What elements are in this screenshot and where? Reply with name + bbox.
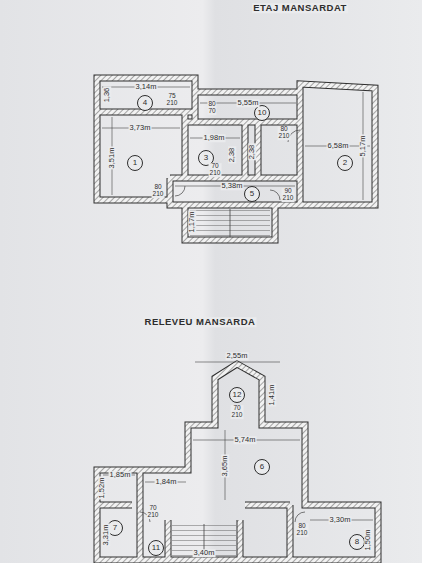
door-size: 80 210: [296, 523, 309, 537]
room-number-text: 10: [258, 109, 267, 117]
stairs: [190, 209, 270, 237]
dimension: 3,31m: [102, 524, 110, 547]
wall-outline: [97, 364, 378, 560]
dimension: 6,58m: [327, 142, 350, 150]
door-size: 80 210: [152, 184, 165, 198]
door-size: 70 210: [231, 405, 244, 419]
dimension: 1,52m: [98, 477, 106, 500]
dimension: 2,55m: [226, 352, 249, 360]
room-number: 6: [254, 459, 270, 475]
dimension: 5,55m: [237, 99, 260, 107]
stairs: [230, 209, 231, 237]
room-number: 10: [254, 105, 270, 121]
room-number: 8: [349, 534, 365, 550]
wall-hatch: [97, 78, 375, 240]
room-number-text: 4: [143, 99, 147, 107]
room-number-text: 2: [343, 159, 347, 167]
room-number: 2: [337, 155, 353, 171]
room-number-text: 3: [204, 154, 208, 162]
room-number: 5: [244, 186, 260, 202]
dimension: 3,14m: [135, 83, 158, 91]
dimension: 1,98m: [203, 134, 226, 142]
dimension: 1,17m: [188, 211, 196, 234]
dimension: 1,50m: [364, 529, 372, 552]
door-size: 80 70: [207, 101, 216, 115]
dimension: 1,85m: [109, 471, 132, 479]
plan-heading: RELEVEU MANSARDA: [144, 317, 257, 327]
dimension: 5,74m: [234, 436, 257, 444]
dimension: 1,36: [103, 87, 111, 104]
dimension: 3,65m: [221, 455, 229, 478]
door-size: 75 210: [166, 93, 179, 107]
room-number-text: 6: [260, 463, 264, 471]
door-size: 80 210: [278, 126, 291, 140]
dimension: 3,73m: [129, 124, 152, 132]
room-number-text: 8: [355, 538, 359, 546]
door-swings: [140, 130, 305, 522]
room-number-text: 1: [133, 159, 137, 167]
dimension: 2,38: [228, 147, 236, 164]
dimension: 3,40m: [193, 549, 216, 557]
dimension: 1,41m: [268, 384, 276, 407]
room-number-text: 11: [152, 544, 160, 552]
room-number-text: 12: [233, 391, 242, 399]
wall-hatch: [97, 364, 378, 560]
dimension-lines: [102, 87, 373, 520]
dimension: 3,30m: [329, 516, 352, 524]
room-number: 4: [137, 95, 153, 111]
wall-outline: [97, 78, 375, 240]
plan-heading: ETAJ MANSARDAT: [252, 3, 348, 13]
dimension: 5,38m: [221, 182, 244, 190]
dimension: 5,17m: [359, 135, 367, 158]
dimension: 3,51m: [108, 147, 116, 170]
door-size: 70 210: [147, 505, 160, 519]
door-size: 70 210: [209, 163, 222, 177]
dimension: 1,84m: [155, 478, 178, 486]
dimension: 2,38: [248, 144, 256, 161]
room-number-text: 5: [250, 190, 254, 198]
room-number-text: 7: [113, 524, 117, 532]
room-number: 11: [148, 540, 164, 556]
stairs: [172, 524, 236, 558]
room-number: 12: [229, 387, 245, 403]
door-size: 90 210: [282, 188, 295, 202]
room-number: 1: [127, 155, 143, 171]
